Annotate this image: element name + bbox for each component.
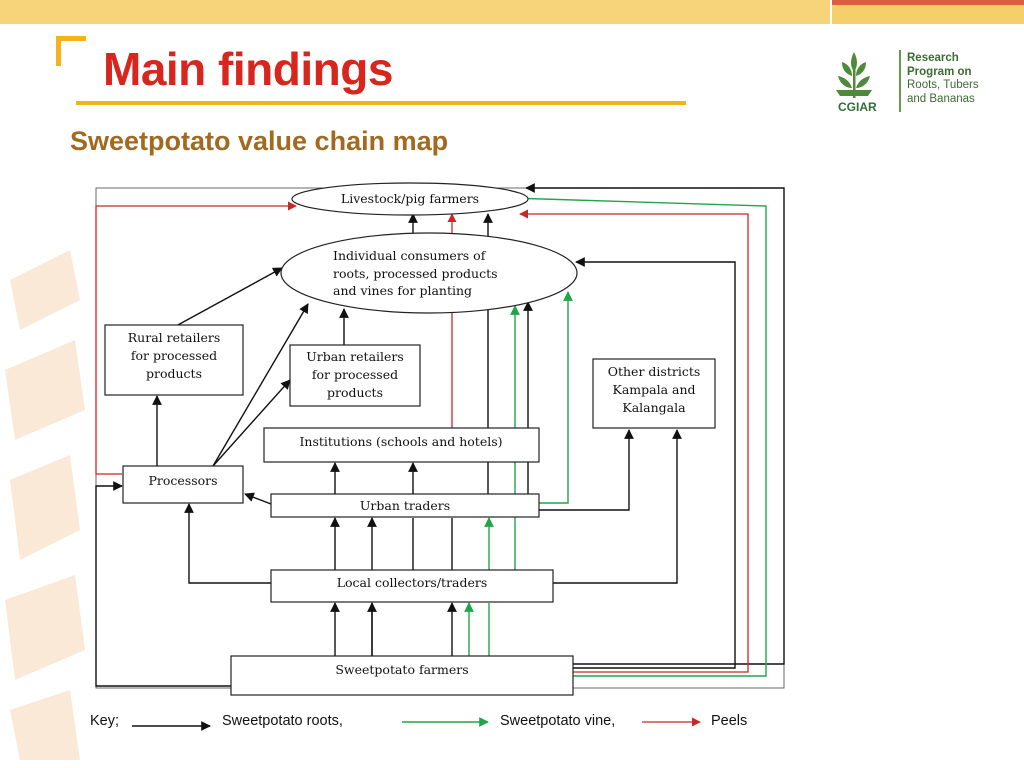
node-urban-retailers-line-2: for processed [312, 367, 398, 382]
node-urban-traders-label: Urban traders [360, 498, 450, 513]
flow-farmers-to-processors [95, 481, 231, 687]
node-local-collectors-label: Local collectors/traders [337, 575, 488, 590]
logo-line-4: and Bananas [907, 92, 975, 105]
logo-line-1: Research [907, 52, 959, 64]
peels-processors-to-livestock [95, 201, 297, 475]
node-other-districts-line-2: Kampala and [612, 382, 695, 397]
node-urban-traders: Urban traders [270, 493, 540, 518]
node-institutions: Institutions (schools and hotels) [263, 427, 540, 463]
logo-divider [899, 50, 901, 112]
vine-traders-to-consumers [539, 291, 573, 504]
node-urban-retailers-line-3: products [327, 385, 383, 400]
top-accent-bar [0, 0, 830, 24]
slide-title: Main findings [103, 43, 393, 95]
node-other-districts-line-1: Other districts [608, 364, 701, 379]
key-vine-label: Sweetpotato vine, [500, 713, 615, 729]
wheat-icon [836, 52, 872, 98]
flow-processors-to-urban-retailers [212, 379, 291, 467]
node-consumers: Individual consumers of roots, processed… [280, 232, 578, 314]
node-institutions-label: Institutions (schools and hotels) [299, 434, 502, 449]
node-urban-retailers-line-1: Urban retailers [306, 349, 404, 364]
node-consumers-line-1: Individual consumers of [333, 248, 487, 263]
node-urban-retailers: Urban retailers for processed products [289, 344, 421, 407]
node-other-districts: Other districts Kampala and Kalangala [592, 358, 716, 429]
peels-farmers-to-livestock [519, 209, 749, 673]
roots-flows [95, 183, 785, 687]
logo-line-3: Roots, Tubers [907, 79, 979, 91]
flow-processors-to-consumers [212, 303, 309, 467]
key-peels-label: Peels [711, 713, 747, 729]
flow-traders-to-districts [539, 429, 634, 511]
top-accent-stripe [832, 0, 1024, 5]
title-corner-mark [56, 36, 86, 66]
node-rural-retailers-line-2: for processed [131, 348, 217, 363]
node-processors: Processors [122, 465, 244, 504]
node-rural-retailers-line-3: products [146, 366, 202, 381]
diagram-key: Key; Sweetpotato roots, Sweetpotato vine… [90, 713, 747, 731]
logo-caption: Research Program on Roots, Tubers and Ba… [907, 52, 979, 106]
node-processors-label: Processors [148, 473, 217, 488]
node-other-districts-line-3: Kalangala [622, 400, 686, 415]
vine-farmers-to-livestock [509, 193, 767, 677]
node-farmers: Sweetpotato farmers [230, 655, 574, 696]
key-label: Key; [90, 713, 119, 729]
key-roots-label: Sweetpotato roots, [222, 713, 343, 729]
flow-rural-retailers-to-consumers [175, 267, 283, 327]
flow-collectors-to-processors [184, 503, 271, 584]
node-rural-retailers: Rural retailers for processed products [104, 324, 244, 396]
node-rural-retailers-line-1: Rural retailers [128, 330, 221, 345]
flow-farmers-to-consumers [573, 257, 736, 669]
flow-traders-to-processors [244, 492, 272, 505]
node-livestock-label: Livestock/pig farmers [341, 191, 479, 206]
logo-line-2: Program on [907, 65, 972, 78]
node-farmers-label: Sweetpotato farmers [335, 662, 468, 677]
logo-brand: CGIAR [838, 100, 877, 114]
flow-collectors-to-districts [553, 429, 682, 584]
background-watermark [5, 250, 85, 760]
node-consumers-line-2: roots, processed products [333, 266, 498, 281]
node-livestock: Livestock/pig farmers [291, 182, 529, 216]
slide-subtitle: Sweetpotato value chain map [70, 126, 449, 156]
flow-farmers-to-livestock [525, 183, 785, 665]
node-local-collectors: Local collectors/traders [270, 569, 554, 603]
node-consumers-line-3: and vines for planting [333, 283, 472, 298]
title-underline [76, 101, 686, 105]
